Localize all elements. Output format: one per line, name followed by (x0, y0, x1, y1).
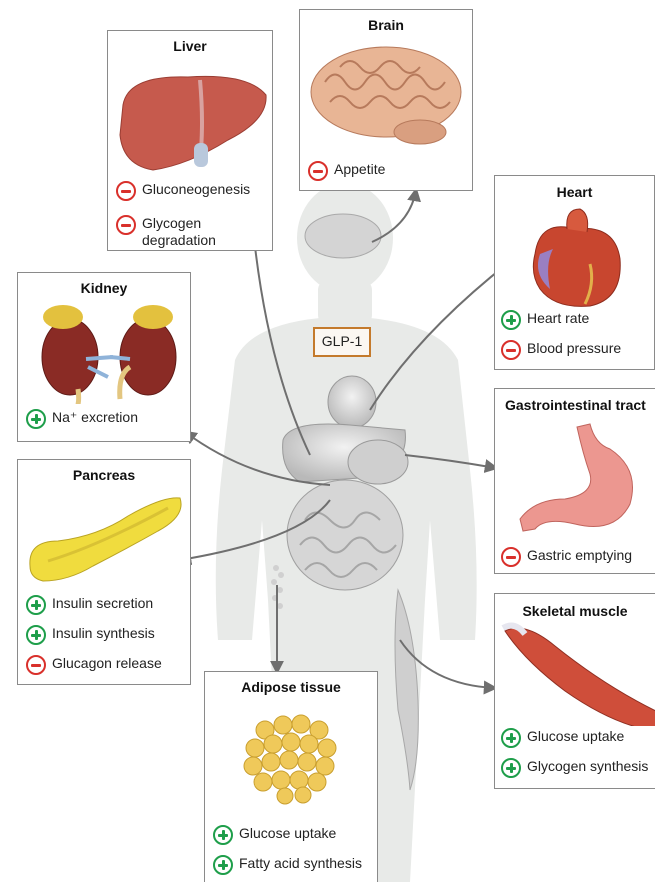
kidney-title: Kidney (18, 280, 190, 296)
brain-title: Brain (300, 17, 472, 33)
increase-icon (213, 825, 233, 845)
increase-icon (26, 409, 46, 429)
decrease-icon (116, 215, 136, 235)
liver-image (108, 65, 274, 175)
heart-effect-2: Blood pressure (501, 340, 621, 360)
kidney-image (18, 299, 192, 404)
kidney-box: Kidney Na⁺ excretion (17, 272, 191, 442)
liver-effect-2: Glycogen degradation (116, 215, 252, 249)
body-brain (305, 214, 381, 258)
adipose-effect-1: Glucose uptake (213, 825, 336, 845)
decrease-icon (116, 181, 136, 201)
decrease-icon (501, 340, 521, 360)
pancreas-title: Pancreas (18, 467, 190, 483)
increase-icon (26, 595, 46, 615)
heart-title: Heart (495, 184, 654, 200)
kidney-effect-1: Na⁺ excretion (26, 409, 138, 429)
body-intestines (287, 480, 403, 590)
pancreas-box: Pancreas Insulin secretion Insulin synth… (17, 459, 191, 685)
adipose-image (205, 700, 379, 810)
brain-image (300, 37, 474, 152)
brain-box: Brain Appetite (299, 9, 473, 191)
gi-box: Gastrointestinal tract Gastric emptying (494, 388, 655, 574)
pancreas-effect-2: Insulin synthesis (26, 625, 155, 645)
increase-icon (501, 310, 521, 330)
increase-icon (501, 758, 521, 778)
pancreas-image (18, 486, 192, 596)
increase-icon (501, 728, 521, 748)
liver-effect-1: Gluconeogenesis (116, 181, 250, 201)
adipose-title: Adipose tissue (205, 679, 377, 695)
liver-box: Liver Gluconeogenesis Glycogen degradati… (107, 30, 273, 251)
adipose-box: Adipose tissue Glucose uptake Fatty acid… (204, 671, 378, 882)
brain-effect-1: Appetite (308, 161, 385, 181)
pancreas-effect-3: Glucagon release (26, 655, 162, 675)
muscle-box: Skeletal muscle Glucose uptake Glycogen … (494, 593, 655, 789)
increase-icon (213, 855, 233, 875)
liver-title: Liver (108, 38, 272, 54)
pancreas-effect-1: Insulin secretion (26, 595, 153, 615)
heart-box: Heart Heart rate Blood pressure (494, 175, 655, 370)
heart-effect-1: Heart rate (501, 310, 589, 330)
adipose-effect-2: Fatty acid synthesis (213, 855, 362, 875)
gi-effect-1: Gastric emptying (501, 547, 632, 567)
glp1-label: GLP-1 (313, 327, 371, 357)
stomach-image (495, 419, 655, 539)
decrease-icon (501, 547, 521, 567)
body-stomach (348, 440, 408, 484)
heart-image (495, 204, 655, 309)
decrease-icon (308, 161, 328, 181)
increase-icon (26, 625, 46, 645)
gi-title: Gastrointestinal tract (505, 397, 655, 413)
body-heart (328, 376, 376, 428)
muscle-image (495, 616, 655, 726)
muscle-effect-2: Glycogen synthesis (501, 758, 648, 778)
muscle-effect-1: Glucose uptake (501, 728, 624, 748)
decrease-icon (26, 655, 46, 675)
